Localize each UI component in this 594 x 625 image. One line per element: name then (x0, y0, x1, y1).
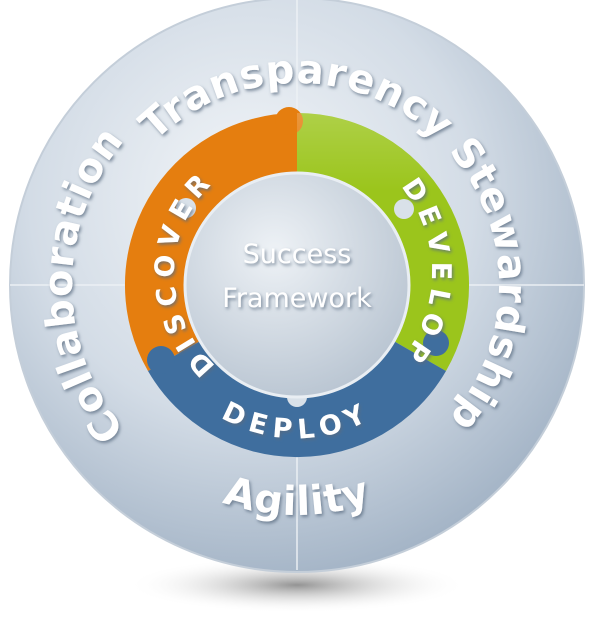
puzzle-knob-inner-left (176, 198, 196, 218)
puzzle-knob-top (275, 107, 303, 135)
center-disc (183, 171, 411, 399)
segment-gloss (297, 113, 440, 190)
puzzle-knob-left (147, 346, 175, 374)
floor-shadow (127, 557, 467, 613)
puzzle-knob-right (423, 330, 449, 356)
center-title-line1: Success (243, 239, 352, 270)
center-title-line2: Framework (222, 283, 372, 314)
puzzle-knob-inner-right (394, 199, 414, 219)
